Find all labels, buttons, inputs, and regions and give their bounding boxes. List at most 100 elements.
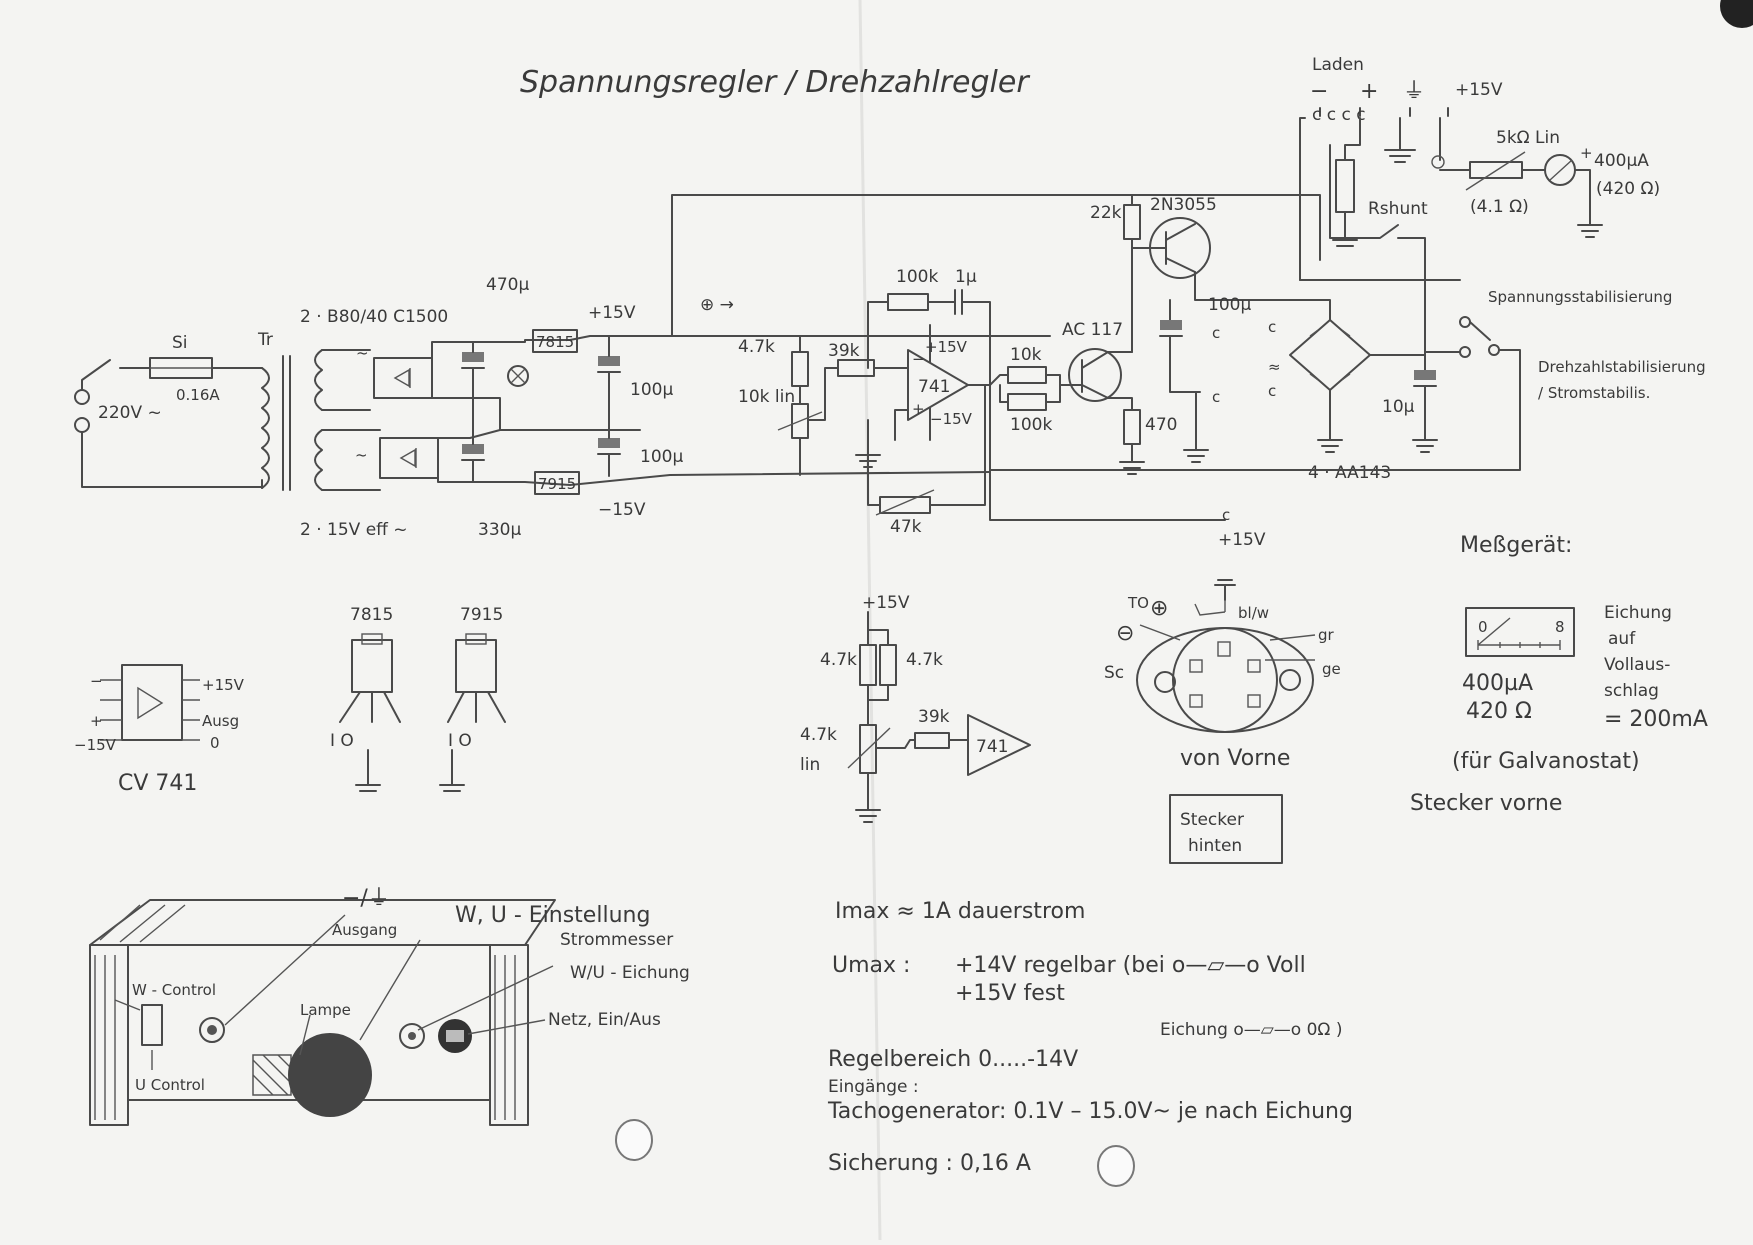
page-title: Spannungsregler / Drehzahlregler xyxy=(520,65,1030,100)
output-cap-100u: 100µ c c xyxy=(1159,271,1321,463)
svg-text:ge: ge xyxy=(1322,660,1341,678)
vpos-label: +15V xyxy=(588,303,636,323)
svg-text:I O: I O xyxy=(448,731,472,751)
svg-text:auf: auf xyxy=(1608,629,1636,649)
svg-text:−15V: −15V xyxy=(930,410,973,428)
svg-text:Sc: Sc xyxy=(1104,663,1124,683)
svg-text:c: c xyxy=(1212,324,1220,342)
transistor-2n3055: 2N3055 xyxy=(1131,195,1217,279)
svg-text:Meßgerät:: Meßgerät: xyxy=(1460,533,1572,558)
svg-text:(für Galvanostat): (für Galvanostat) xyxy=(1452,749,1640,774)
svg-text:1µ: 1µ xyxy=(955,267,977,287)
svg-text:+14V regelbar (bei o—▱—o Voll: +14V regelbar (bei o—▱—o Voll xyxy=(955,953,1306,978)
svg-text:470: 470 xyxy=(1145,415,1177,435)
svg-text:Eingänge :: Eingänge : xyxy=(828,1077,919,1097)
mains-label: 220V ~ xyxy=(98,403,162,423)
svg-text:Netz, Ein/Aus: Netz, Ein/Aus xyxy=(548,1010,661,1030)
svg-text:100k: 100k xyxy=(1010,415,1052,435)
transformer-label: Tr xyxy=(257,330,273,350)
output-terminals: Laden − + ⏚ +15V c c c c xyxy=(1310,55,1503,125)
punch-hole-right xyxy=(1097,1145,1136,1187)
svg-text:c c c c: c c c c xyxy=(1312,105,1366,125)
svg-text:−: − xyxy=(90,672,103,690)
wire-top-rail xyxy=(671,194,1321,337)
pot-47k: 47k xyxy=(867,384,986,537)
resistor-22k: 22k xyxy=(1090,194,1141,353)
svg-text:c: c xyxy=(1268,318,1276,336)
svg-text:bl/w: bl/w xyxy=(1238,604,1269,622)
resistor-470: 470 xyxy=(1107,397,1177,475)
cap-470-label: 470µ xyxy=(486,275,529,295)
svg-text:Regelbereich 0.....-14V: Regelbereich 0.....-14V xyxy=(828,1047,1078,1072)
svg-text:0: 0 xyxy=(1478,618,1488,636)
svg-text:400µA: 400µA xyxy=(1462,671,1533,696)
svg-text:100µ: 100µ xyxy=(640,447,683,467)
svg-text:Imax ≈ 1A dauerstrom: Imax ≈ 1A dauerstrom xyxy=(835,899,1085,924)
svg-text:lin: lin xyxy=(800,755,820,775)
rear-plug-label-line2: hinten xyxy=(1188,836,1242,856)
current-meter-dial xyxy=(288,1033,372,1117)
wire-negative-rail xyxy=(437,471,991,486)
svg-text:c: c xyxy=(1268,382,1276,400)
svg-text:Eichung o—▱—o 0Ω ): Eichung o—▱—o 0Ω ) xyxy=(1160,1020,1342,1040)
svg-text:c: c xyxy=(1222,506,1230,524)
svg-text:von Vorne: von Vorne xyxy=(1180,746,1290,771)
svg-text:39k: 39k xyxy=(828,341,860,361)
svg-text:U Control: U Control xyxy=(135,1076,205,1094)
svg-text:+: + xyxy=(1360,79,1378,104)
rectifier-bridges: ~ ~ 2 · B80/40 C1500 xyxy=(300,307,448,491)
svg-text:4.7k: 4.7k xyxy=(800,725,837,745)
svg-text:(420 Ω): (420 Ω) xyxy=(1596,179,1660,199)
wire-ground-mid xyxy=(431,397,641,439)
tacho-input-circuit: +15V 741 4.7k 4.7k 4.7k lin 39k xyxy=(800,593,1031,823)
svg-text:4 · AA143: 4 · AA143 xyxy=(1308,463,1391,483)
svg-text:741: 741 xyxy=(976,737,1008,757)
regulator-7815-pinout: 7815 I O xyxy=(330,605,401,792)
svg-text:AC 117: AC 117 xyxy=(1062,320,1123,340)
diode-bridge: 4 · AA143 c ≈ c xyxy=(1268,299,1426,483)
meter-note: Meßgerät: 0 8 400µA 420 Ω Eichung auf Vo… xyxy=(1452,533,1708,774)
front-panel-sketch: −/⏚ Ausgang W, U - Einstellung Strommess… xyxy=(89,886,690,1126)
opamp-741: 741 − + +15V −15V xyxy=(894,324,973,441)
feedback-network: 100k 1µ xyxy=(867,267,991,381)
output-capacitors: 100µ 100µ xyxy=(597,335,683,477)
svg-text:Eichung: Eichung xyxy=(1604,603,1672,623)
front-plug-label: Stecker vorne xyxy=(1410,791,1562,816)
svg-text:−15V: −15V xyxy=(74,736,117,754)
transformer: Tr xyxy=(257,330,323,491)
svg-text:+15V: +15V xyxy=(925,338,968,356)
rectifier-label: 2 · B80/40 C1500 xyxy=(300,307,448,327)
svg-text:(4.1 Ω): (4.1 Ω) xyxy=(1470,197,1529,217)
output-jack xyxy=(199,1017,225,1043)
svg-text:TO: TO xyxy=(1127,594,1149,612)
svg-text:⏚: ⏚ xyxy=(1403,79,1425,104)
svg-text:CV 741: CV 741 xyxy=(118,771,197,796)
fuse-label: Si xyxy=(172,333,188,353)
svg-text:W - Control: W - Control xyxy=(132,981,216,999)
svg-text:Spannungsstabilisierung: Spannungsstabilisierung xyxy=(1488,288,1672,306)
shunt-resistor: Rshunt xyxy=(1299,117,1428,281)
svg-text:Laden: Laden xyxy=(1312,55,1364,75)
svg-text:8: 8 xyxy=(1555,618,1565,636)
svg-text:7815: 7815 xyxy=(536,333,574,351)
svg-text:Ausgang: Ausgang xyxy=(332,921,397,939)
fuse: Si 0.16A xyxy=(149,333,263,404)
svg-text:Vollaus-: Vollaus- xyxy=(1604,655,1670,675)
svg-text:−/⏚: −/⏚ xyxy=(342,886,390,911)
svg-text:+15V: +15V xyxy=(862,593,910,613)
wire-out-bottom xyxy=(989,379,1226,521)
svg-text:Lampe: Lampe xyxy=(300,1001,351,1019)
mode-switch: Spannungsstabilisierung Drehzahlstabilis… xyxy=(989,279,1706,471)
svg-text:400µA: 400µA xyxy=(1594,151,1649,171)
ic-741-pinout: − + +15V Ausg −15V 0 CV 741 xyxy=(74,664,245,796)
vneg-label: −15V xyxy=(598,500,646,520)
corner-mark xyxy=(1720,0,1753,28)
svg-text:W, U - Einstellung: W, U - Einstellung xyxy=(455,903,650,928)
svg-text:47k: 47k xyxy=(890,517,922,537)
svg-text:+15V: +15V xyxy=(202,676,245,694)
svg-text:Strommesser: Strommesser xyxy=(560,930,673,950)
svg-text:0: 0 xyxy=(210,734,220,752)
svg-text:+15V fest: +15V fest xyxy=(955,981,1065,1006)
svg-text:420 Ω: 420 Ω xyxy=(1466,699,1532,724)
